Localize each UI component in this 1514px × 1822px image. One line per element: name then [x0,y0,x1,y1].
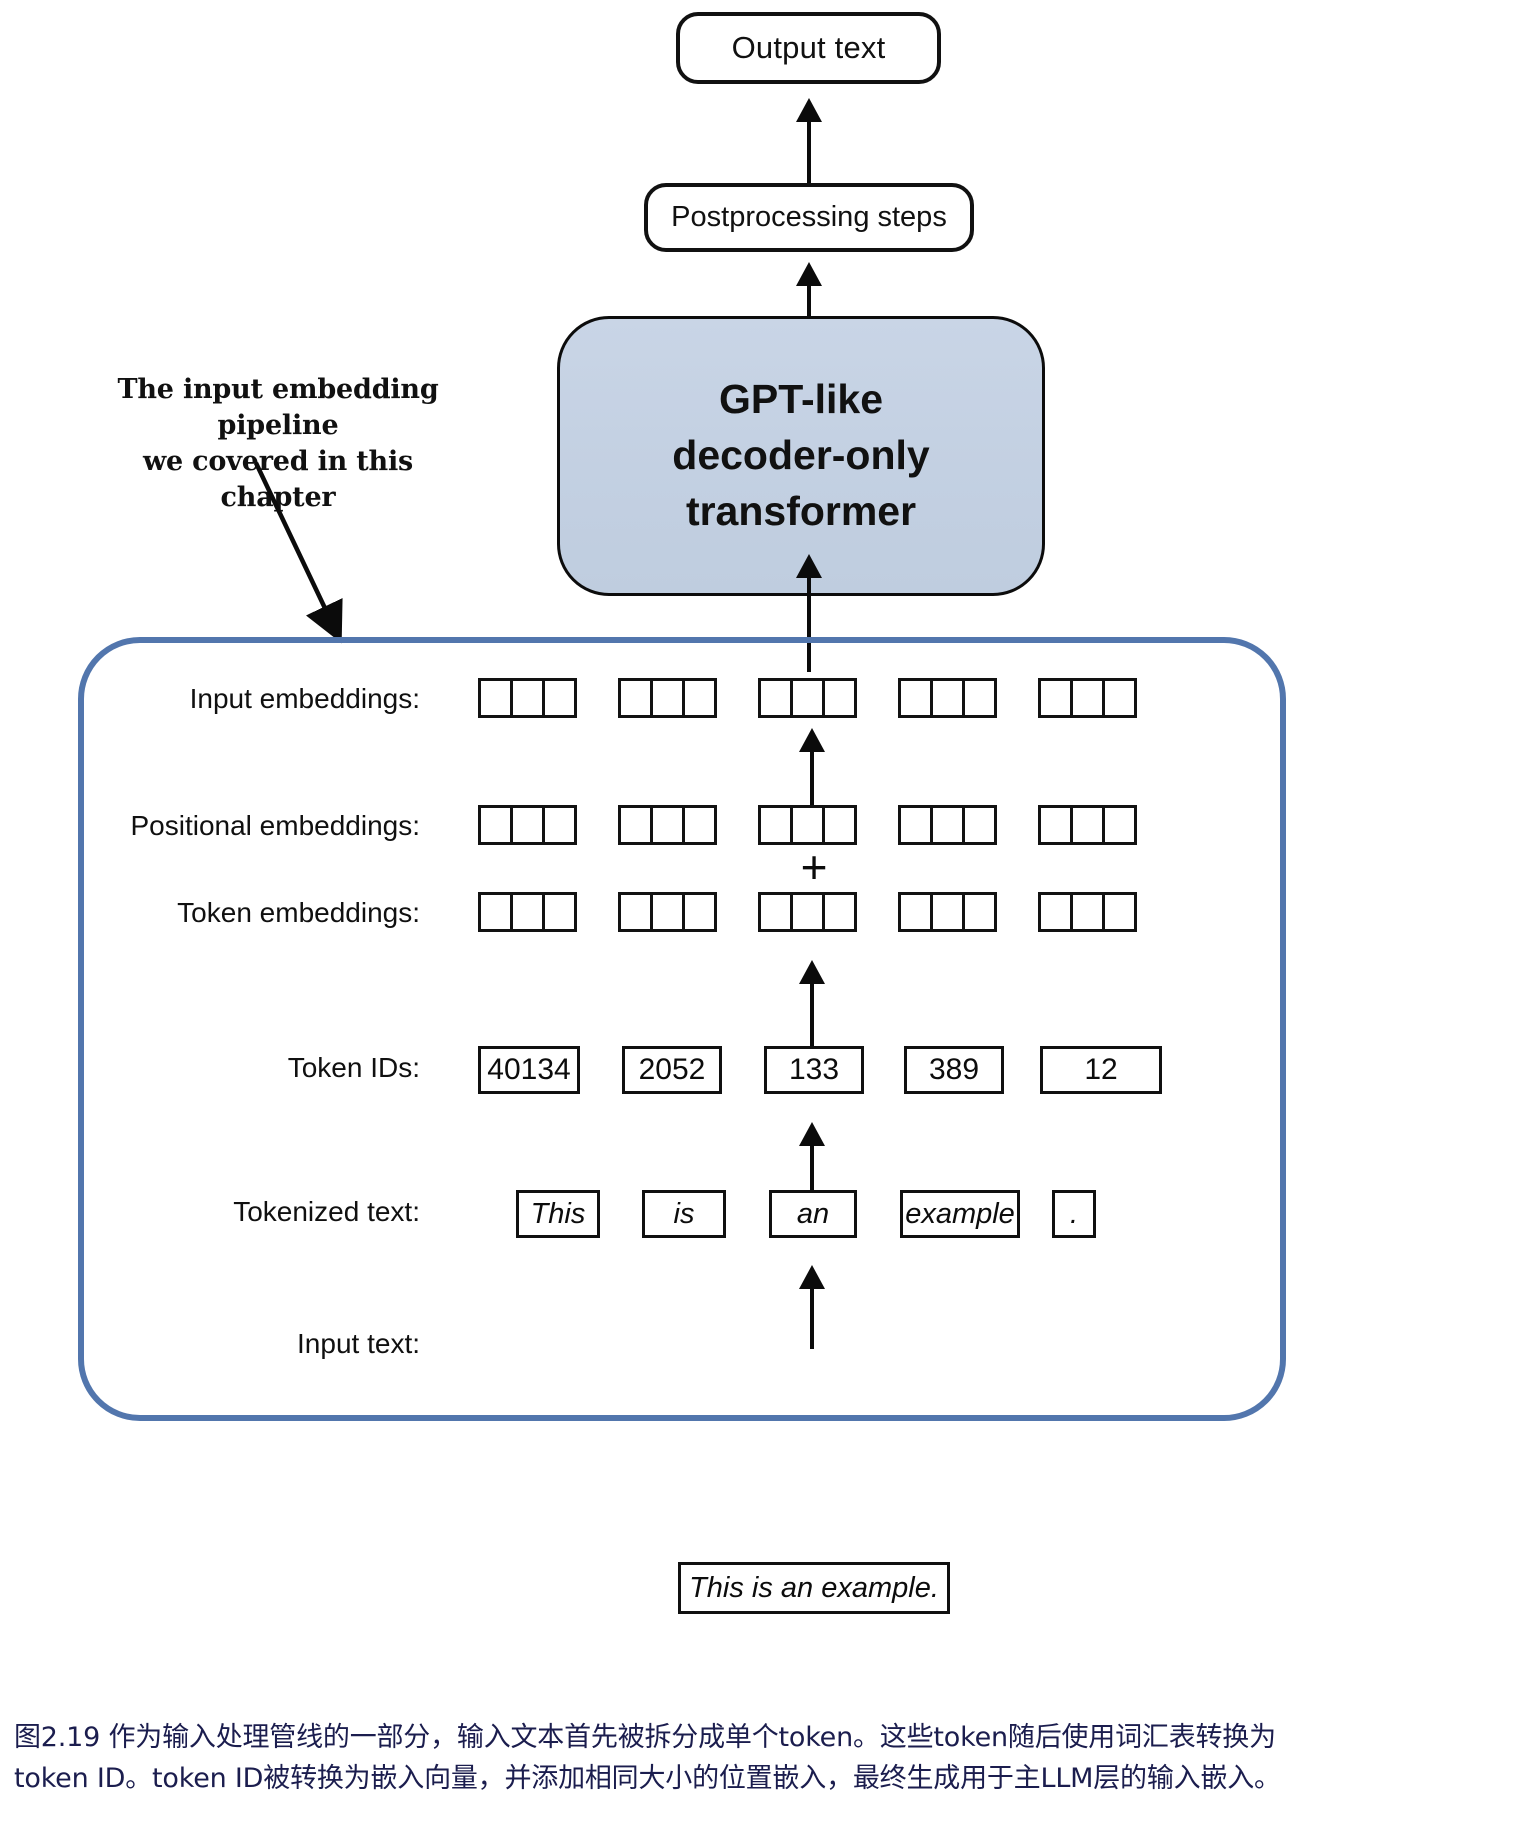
embedding-cell [962,805,997,845]
caption-line-2: token ID。token ID被转换为嵌入向量，并添加相同大小的位置嵌入，最… [14,1762,1281,1794]
postprocessing-label: Postprocessing steps [671,201,947,233]
positional-embedding-group-1 [478,805,577,845]
tokenized-text-box-1: This [516,1190,600,1238]
tokenized-text-box-2: is [642,1190,726,1238]
embedding-cell [930,678,965,718]
embedding-cell [962,892,997,932]
input-embedding-group-2 [618,678,717,718]
embedding-cell [1102,678,1137,718]
token-id-box-5: 12 [1040,1046,1162,1094]
gpt-box-line-2: decoder-only [672,432,930,479]
token-id-box-2: 2052 [622,1046,722,1094]
embedding-cell [650,892,685,932]
embedding-cell [822,678,857,718]
embedding-cell [542,678,577,718]
input-embedding-group-3 [758,678,857,718]
embedding-cell [682,892,717,932]
embedding-cell [650,678,685,718]
embedding-cell [898,678,933,718]
caption-line-1: 图2.19 作为输入处理管线的一部分，输入文本首先被拆分成单个token。这些t… [14,1722,1276,1753]
embedding-cell [1070,678,1105,718]
row-label-positional-embeddings: Positional embeddings: [130,810,420,841]
embedding-cell [1038,678,1073,718]
tokenized-text-box-5: . [1052,1190,1096,1238]
embedding-cell [1070,805,1105,845]
embedding-cell [758,892,793,932]
token-id-box-3: 133 [764,1046,864,1094]
embedding-cell [898,805,933,845]
input-embedding-group-1 [478,678,577,718]
embedding-cell [790,805,825,845]
tokenized-text-box-4: example [900,1190,1020,1238]
gpt-decoder-box: GPT-like decoder-only transformer [557,316,1045,596]
token-embedding-group-2 [618,892,717,932]
embedding-cell [898,892,933,932]
embedding-cell [822,892,857,932]
gpt-box-line-1: GPT-like [718,376,884,423]
output-text-box: Output text [676,12,941,84]
row-label-input-embeddings: Input embeddings: [189,683,420,714]
embedding-cell [1070,892,1105,932]
input-embedding-pipeline-container [78,637,1286,1421]
token-embedding-group-3 [758,892,857,932]
embedding-cell [682,805,717,845]
embedding-cell [478,892,513,932]
embedding-cell [1038,892,1073,932]
embedding-cell [542,892,577,932]
input-embedding-group-5 [1038,678,1137,718]
row-label-input-text: Input text: [297,1328,420,1359]
positional-embedding-group-4 [898,805,997,845]
embedding-cell [758,805,793,845]
embedding-cell [650,805,685,845]
token-embedding-group-5 [1038,892,1137,932]
input-text-box: This is an example. [678,1562,950,1614]
plus-operator: + [800,841,828,893]
embedding-cell [682,678,717,718]
token-id-box-4: 389 [904,1046,1004,1094]
annotation-line-2: we covered in this chapter [142,445,414,513]
output-text-label: Output text [731,30,886,65]
embedding-cell [478,805,513,845]
row-label-token-embeddings: Token embeddings: [177,897,420,928]
annotation-callout: The input embedding pipeline we covered … [88,372,468,516]
embedding-cell [618,892,653,932]
embedding-cell [758,678,793,718]
token-id-box-1: 40134 [478,1046,580,1094]
embedding-cell [510,892,545,932]
positional-embedding-group-2 [618,805,717,845]
embedding-cell [510,678,545,718]
embedding-cell [618,805,653,845]
figure-caption: 图2.19 作为输入处理管线的一部分，输入文本首先被拆分成单个token。这些t… [14,1718,1506,1799]
postprocessing-steps-box: Postprocessing steps [644,183,974,252]
positional-embedding-group-3 [758,805,857,845]
embedding-cell [962,678,997,718]
token-embedding-group-4 [898,892,997,932]
embedding-cell [930,805,965,845]
embedding-cell [822,805,857,845]
embedding-cell [1038,805,1073,845]
tokenized-text-box-3: an [769,1190,857,1238]
row-label-token-ids: Token IDs: [287,1052,420,1083]
embedding-cell [542,805,577,845]
annotation-arrow-icon [253,462,343,644]
row-label-tokenized-text: Tokenized text: [233,1196,420,1227]
annotation-line-1: The input embedding pipeline [117,374,439,441]
embedding-cell [510,805,545,845]
embedding-cell [1102,892,1137,932]
embedding-cell [930,892,965,932]
input-embedding-group-4 [898,678,997,718]
embedding-cell [1102,805,1137,845]
positional-embedding-group-5 [1038,805,1137,845]
gpt-box-line-3: transformer [685,487,917,534]
embedding-cell [618,678,653,718]
embedding-cell [478,678,513,718]
embedding-cell [790,678,825,718]
embedding-cell [790,892,825,932]
token-embedding-group-1 [478,892,577,932]
